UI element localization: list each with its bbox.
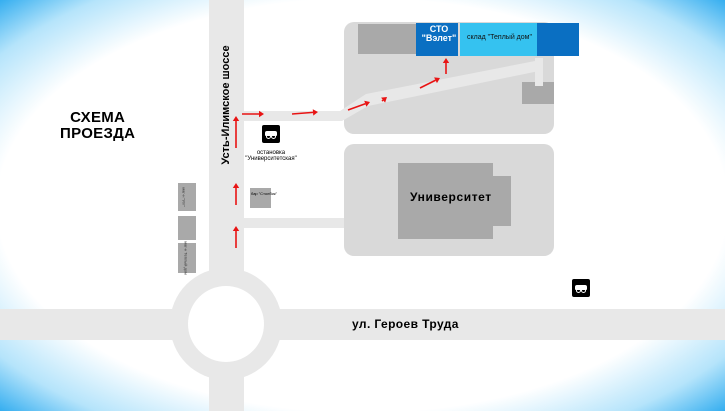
route-arrow-line [347, 102, 366, 111]
building-warehouse-end [537, 23, 579, 56]
route-arrow-line [291, 111, 314, 115]
route-arrow-icon [442, 58, 450, 63]
map-title-line1: СХЕМА [70, 109, 126, 126]
road-horizontal-label: ул. Героев Труда [352, 317, 459, 331]
building-sto [416, 23, 458, 56]
route-arrow-line [419, 79, 436, 89]
bus-stop-icon [262, 125, 280, 143]
map-title: СХЕМА ПРОЕЗДА [60, 110, 135, 142]
building-small-east [522, 82, 554, 104]
bar-label: бар "Столбик" [251, 191, 278, 196]
route-arrow-line [381, 99, 384, 102]
sto-label-line2: "Вэлет" [421, 33, 457, 44]
building-bar [250, 188, 271, 208]
route-arrow-icon [232, 116, 240, 121]
road-horizontal [0, 309, 725, 340]
sto-label-line1: СТО [429, 24, 449, 34]
route-arrow-icon [259, 110, 264, 118]
route-arrow-icon [232, 226, 240, 231]
map-title-line2: ПРОЕЗДА [60, 124, 136, 142]
route-arrow-icon [381, 97, 387, 103]
route-arrow-icon [312, 109, 318, 116]
route-arrow-icon [364, 100, 370, 107]
bus-stop-icon [572, 279, 590, 297]
building-shop-2 [178, 243, 196, 273]
road-vertical-label: Усть-Илимское шоссе [220, 45, 233, 165]
road-sto-access [244, 61, 539, 121]
road-university-access [244, 218, 344, 228]
building-warehouse [460, 23, 540, 56]
university-label: Университет [410, 190, 492, 204]
warehouse-label: склад "Теплый дом" [467, 34, 532, 41]
building-shop-lot [178, 216, 196, 240]
road-sto-access-end [535, 58, 543, 86]
route-arrows [232, 58, 450, 248]
bus-stop-label-line1: остановка [256, 150, 286, 156]
sto-label: СТО "Вэлет" [418, 24, 460, 44]
building-annex [358, 24, 416, 54]
route-arrow-icon [232, 183, 240, 188]
bus-stop-label: остановка "Университетская" [236, 150, 306, 163]
shop-1-label: маг-н "Ил" [181, 187, 187, 207]
roundabout-island [188, 286, 264, 362]
building-shop-1 [178, 183, 196, 211]
route-arrow-icon [434, 77, 440, 84]
shop-2-label: маг-н Теплый дом [183, 241, 189, 275]
building-university [398, 163, 511, 239]
bus-stop-label-line2: "Университетская" [245, 156, 297, 163]
